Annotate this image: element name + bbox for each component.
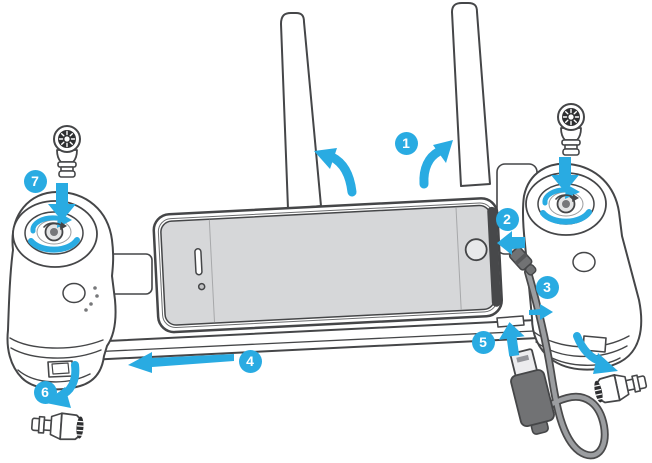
antenna-left-icon [280, 12, 322, 210]
phone-edge-dark [487, 206, 501, 307]
usb-cable [524, 268, 609, 460]
raise-antenna-arrow-right-icon [419, 147, 443, 189]
step-badge-3: 3 [535, 275, 559, 299]
insert-stick-arrow-right-icon [551, 157, 579, 192]
left-phone-clamp [107, 253, 153, 295]
remove-stick-arrowhead-right [593, 353, 618, 374]
raise-antenna-arrow-left-icon [327, 152, 357, 197]
control-stick-right-icon [557, 103, 585, 156]
phone [152, 197, 503, 334]
control-stick-stored-right-icon [594, 374, 648, 404]
step-badge-2: 2 [495, 207, 519, 231]
power-button [62, 282, 86, 304]
raise-antenna-arrowhead-left [314, 148, 337, 169]
battery-led-dots [84, 286, 99, 312]
remove-stick-arrowhead-left [46, 387, 71, 408]
control-stick-stored-left-icon [30, 412, 84, 441]
control-stick-left-icon [53, 125, 81, 178]
step-badge-5: 5 [471, 330, 495, 354]
blue-annotations [28, 140, 618, 408]
earpiece-speaker [194, 248, 203, 276]
plug-usb-arrow-icon [498, 322, 525, 357]
step-badge-7: 7 [23, 169, 47, 193]
front-camera [197, 282, 206, 291]
insert-stick-arrow-left-icon [48, 183, 76, 221]
usb-connector [509, 348, 555, 435]
usb-port-slot [496, 315, 525, 328]
antenna-right-icon [451, 2, 491, 187]
rotation-hint-arrows [43, 194, 579, 230]
raise-antenna-arrowhead-right [433, 140, 453, 163]
rotate-stick-arrow-left-icon [28, 215, 80, 253]
slide-holder-arrow-icon [128, 352, 234, 373]
home-button [464, 238, 488, 262]
route-cable-arrow-icon [529, 304, 553, 320]
plug-in-arrow-icon [497, 231, 525, 255]
step-badge-1: 1 [394, 131, 418, 155]
pause-button [572, 251, 596, 273]
step-badge-4: 4 [238, 349, 262, 373]
step-badge-6: 6 [33, 380, 57, 404]
